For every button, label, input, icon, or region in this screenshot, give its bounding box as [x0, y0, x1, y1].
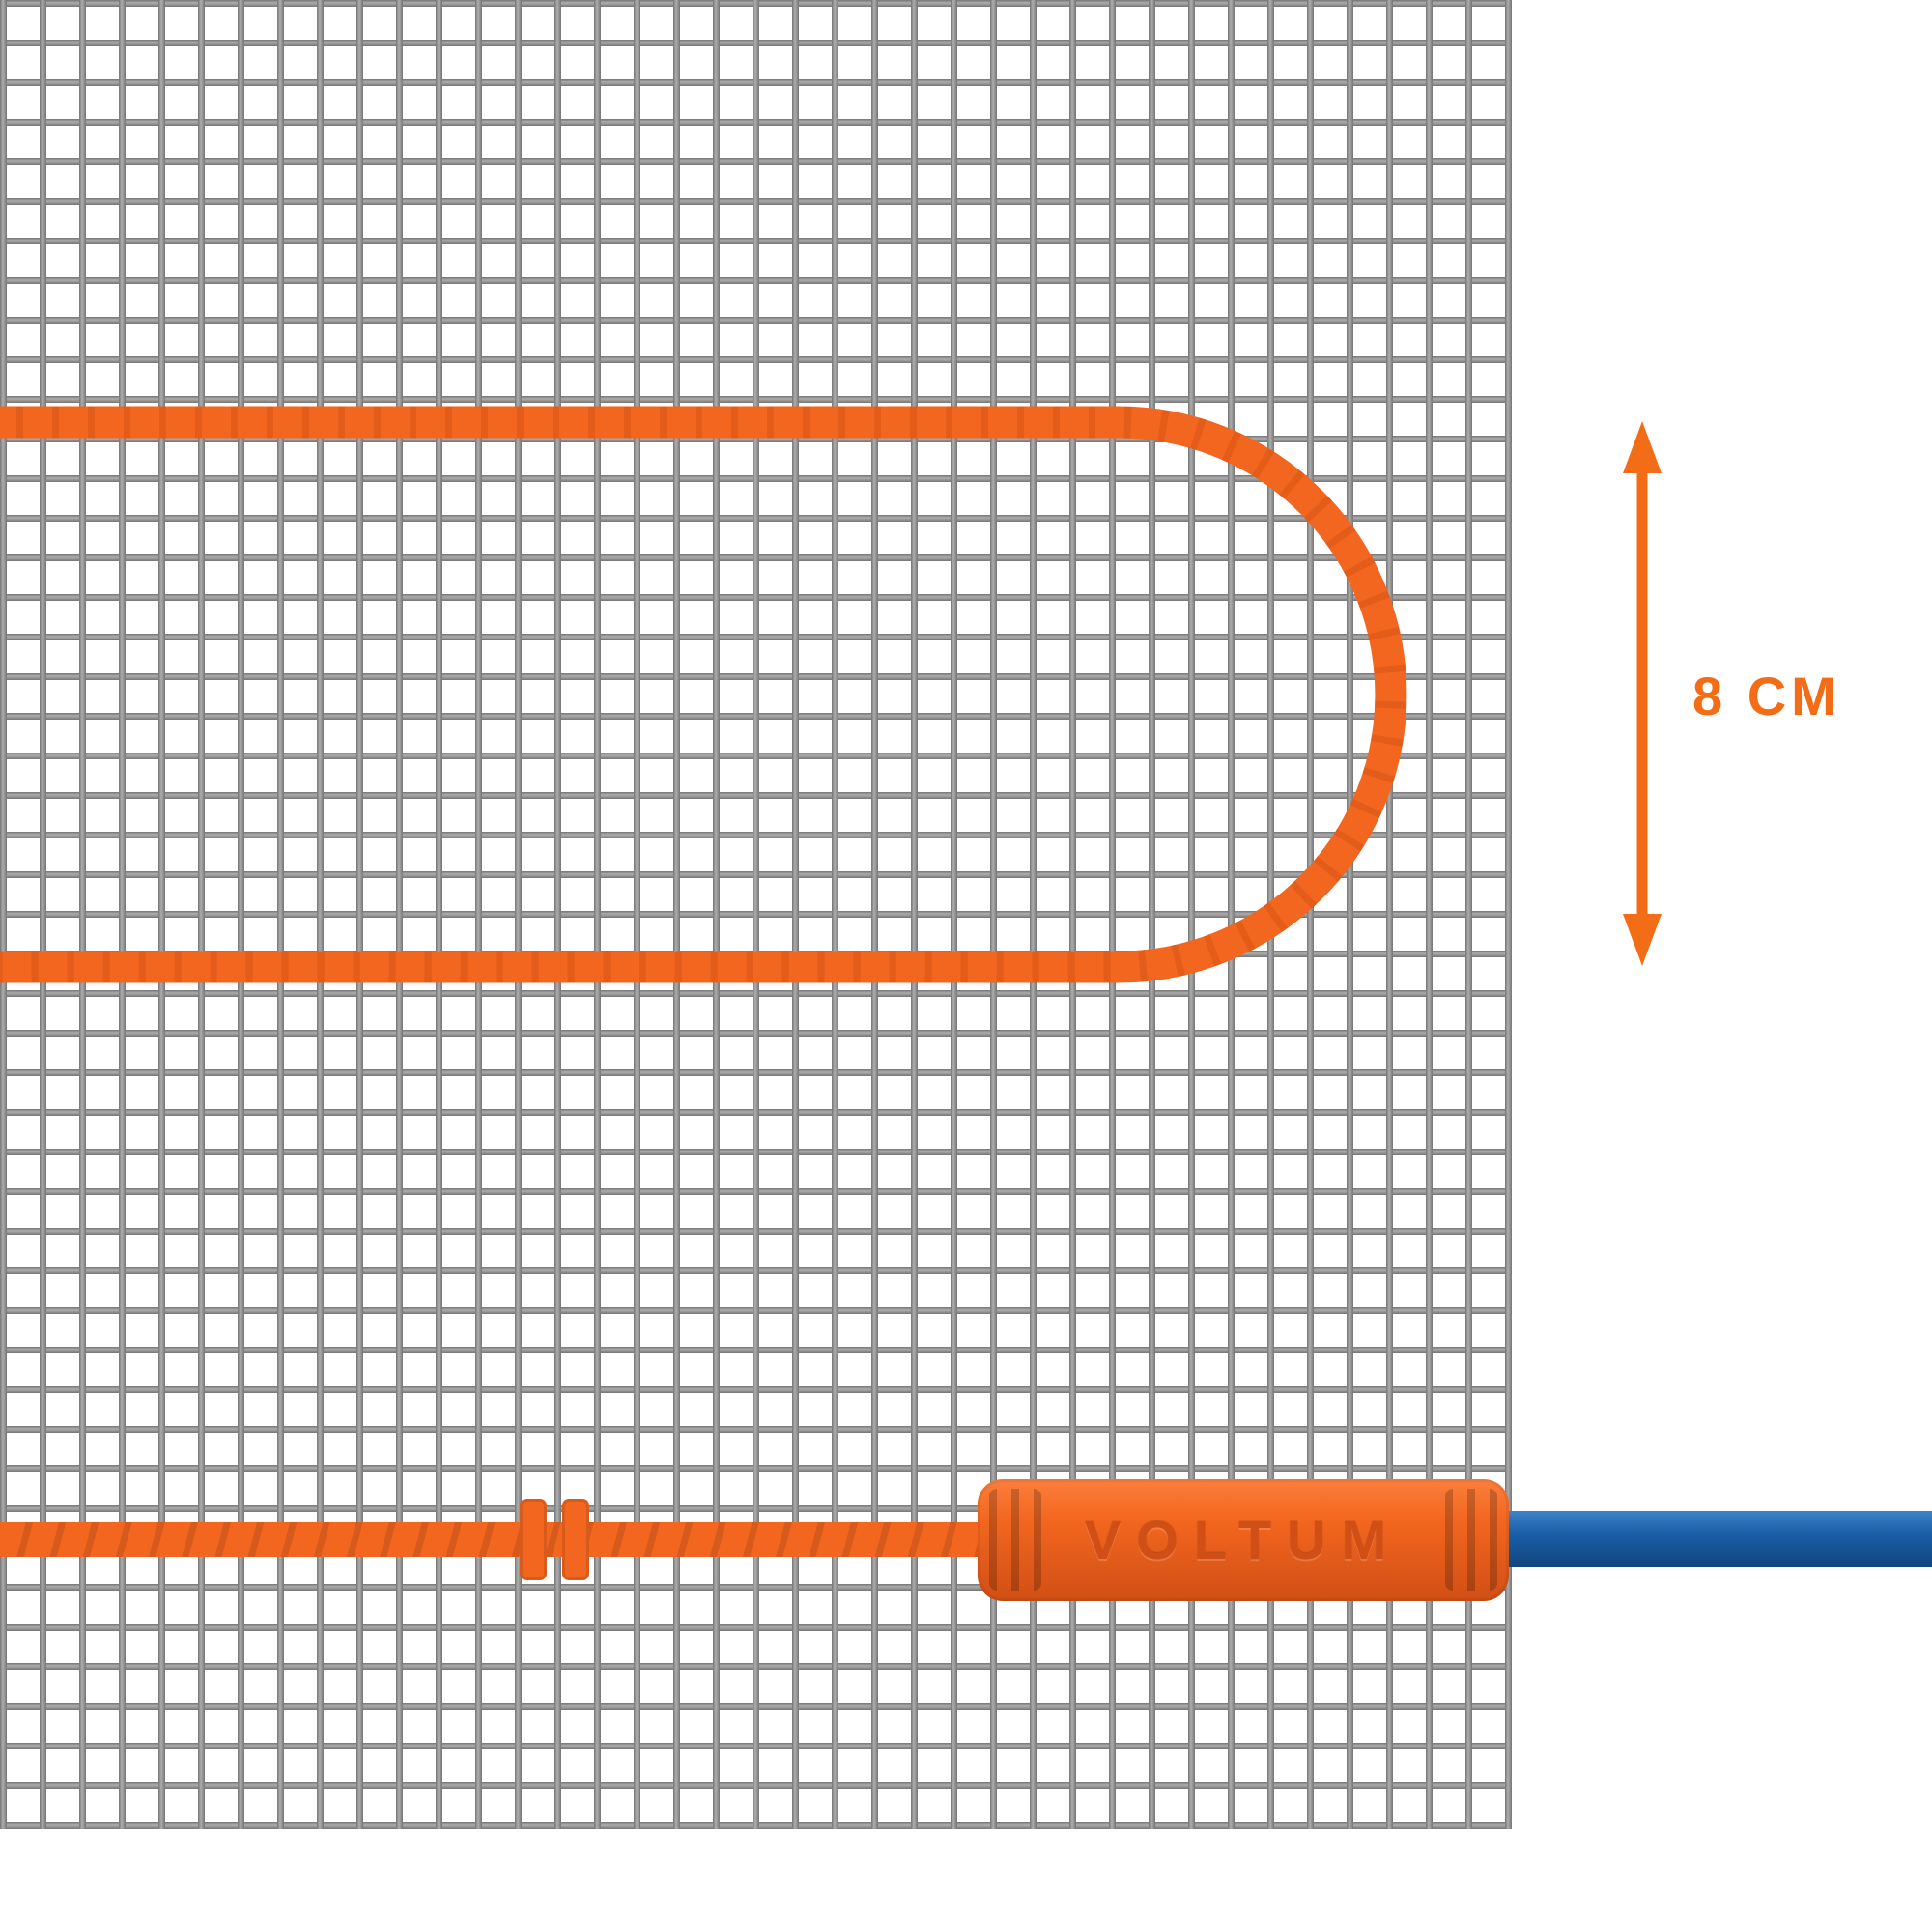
dimension-arrow-head-bottom — [1623, 914, 1662, 966]
dimension-arrow-icon — [1623, 421, 1662, 966]
dimension-label: 8 CM — [1692, 666, 1841, 726]
cable-connector: VOLTUM — [978, 1479, 1509, 1601]
connector-ridges-left — [989, 1489, 1041, 1591]
dimension-arrow-head-top — [1623, 421, 1662, 473]
heating-cable-lead — [0, 1522, 1034, 1557]
cold-lead-cable — [1495, 1511, 1932, 1567]
cable-joint-clip — [520, 1499, 589, 1580]
clip-tab — [520, 1499, 547, 1580]
connector-ridges-right — [1445, 1489, 1497, 1591]
clip-tab — [562, 1499, 589, 1580]
connector-brand-label: VOLTUM — [1084, 1509, 1403, 1571]
